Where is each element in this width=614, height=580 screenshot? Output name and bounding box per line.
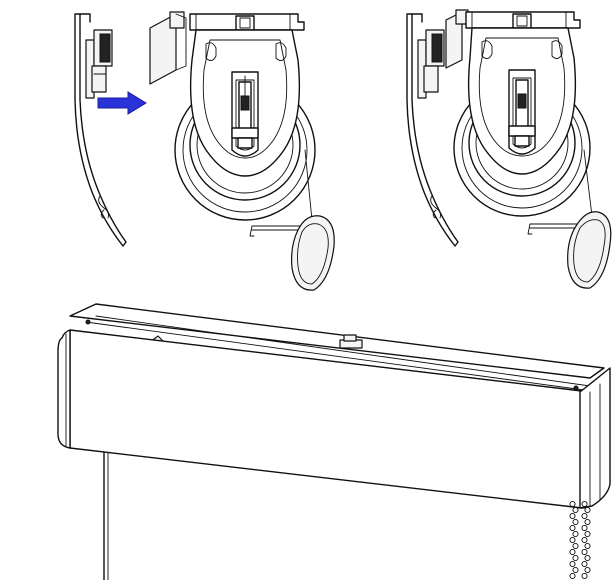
chain-bead: [581, 560, 588, 568]
chain-bead: [569, 524, 576, 532]
chain-bead: [569, 512, 576, 520]
chain-bead: [584, 530, 591, 538]
chain-bead: [584, 554, 591, 562]
chain-bead: [572, 554, 579, 562]
chain-bead: [584, 542, 591, 550]
end-cap-left: [57, 329, 71, 449]
chain-bead: [569, 536, 576, 544]
wall-clip-left: [74, 13, 127, 247]
chain-bead: [572, 518, 579, 526]
end-cap-right: [579, 367, 611, 509]
chain-bead: [572, 530, 579, 538]
blind-assembly: [57, 303, 611, 580]
chain-bead: [569, 500, 576, 508]
chain-bead: [581, 572, 588, 580]
chain-bead: [572, 566, 579, 574]
blind-fabric: [103, 445, 109, 580]
chain-bead: [584, 518, 591, 526]
ball-chain: [569, 500, 591, 580]
chain-bead: [581, 524, 588, 532]
cassette-top-face: [69, 303, 605, 379]
chain-bead: [569, 560, 576, 568]
wall-clip-right: [406, 13, 459, 247]
chain-bead: [569, 572, 576, 580]
chain-bead: [581, 548, 588, 556]
chain-bead: [569, 548, 576, 556]
bracket-assembly-after: [445, 9, 612, 289]
chain-bead: [581, 512, 588, 520]
bracket-assembly-before: [149, 11, 335, 291]
chain-bead: [584, 566, 591, 574]
chain-bead: [572, 506, 579, 514]
chain-bead: [584, 506, 591, 514]
chain-bead: [581, 536, 588, 544]
chain-bead: [572, 542, 579, 550]
install-arrow-icon: [97, 91, 147, 115]
chain-bead: [581, 500, 588, 508]
